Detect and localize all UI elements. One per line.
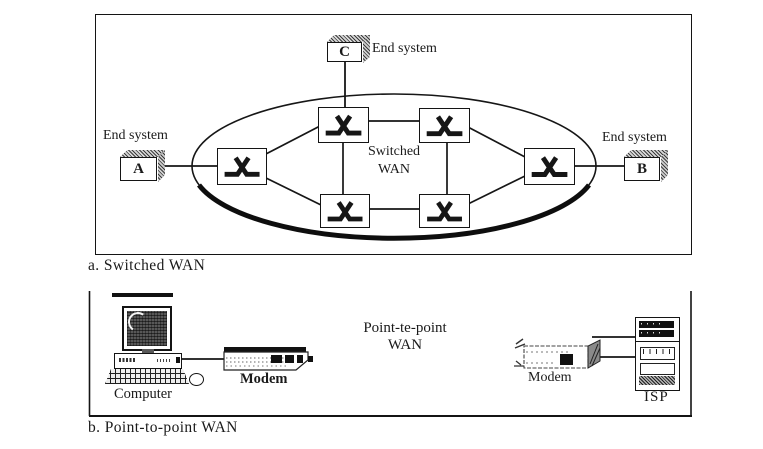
switch-node-top-right <box>419 108 470 143</box>
cloud-label-line1: Switched <box>367 144 421 159</box>
screen-glare <box>126 310 150 334</box>
link-bottomright-right <box>465 175 526 206</box>
monitor-screen <box>126 310 167 346</box>
box-3d-face <box>363 35 370 63</box>
modem-led <box>560 354 573 365</box>
end-system-b-label: End system <box>602 130 667 145</box>
box-3d-face <box>327 35 370 42</box>
modem-led <box>285 355 294 363</box>
mouse <box>189 373 204 386</box>
switch-node-top-left <box>318 107 369 143</box>
switch-icon <box>531 156 568 178</box>
keyboard <box>105 369 189 384</box>
scan-artifact-bar <box>112 293 173 297</box>
isp-server-tower <box>635 317 680 391</box>
tower-vent-ticks <box>643 349 672 354</box>
system-unit <box>114 353 182 369</box>
modem-led <box>297 355 303 363</box>
end-system-a-letter: A <box>120 157 157 181</box>
switch-node-left <box>217 148 267 185</box>
end-system-a-label: End system <box>103 128 168 143</box>
system-unit-port <box>176 357 180 363</box>
figure-b-caption: b. Point-to-point WAN <box>88 419 238 436</box>
monitor-stand <box>142 349 154 353</box>
modem-body <box>523 345 589 369</box>
tower-badge-bar <box>639 321 674 328</box>
wan-label-line1: Point-te-point <box>363 320 447 336</box>
tower-divider <box>636 341 679 342</box>
modem-right-label: Modem <box>528 370 572 385</box>
switch-icon <box>325 115 362 136</box>
isp-label: ISP <box>644 389 669 405</box>
link-left-topleft <box>263 125 321 156</box>
end-system-a: A <box>120 150 165 182</box>
cloud-label-line2: WAN <box>378 162 410 177</box>
switch-node-bottom-left <box>320 194 370 228</box>
end-system-b-letter: B <box>624 157 660 181</box>
wan-label-line2: WAN <box>387 337 423 353</box>
link-left-bottomleft <box>263 176 322 206</box>
figure-a-caption: a. Switched WAN <box>88 257 206 274</box>
end-system-b: B <box>624 150 668 182</box>
tower-drive-bay <box>640 363 675 375</box>
end-system-c-label: End system <box>372 41 437 56</box>
tower-drive-bay <box>640 347 675 360</box>
modem-cable-squiggle <box>514 338 526 349</box>
figure-a-frame <box>95 14 692 255</box>
computer-label: Computer <box>114 386 172 402</box>
switch-node-bottom-right <box>419 194 470 228</box>
modem-led <box>271 355 282 363</box>
box-3d-face <box>158 150 165 182</box>
modem-left-graphic <box>223 347 313 371</box>
cloud-shadow-arc <box>197 183 591 241</box>
monitor <box>122 306 172 351</box>
box-3d-face <box>120 150 165 157</box>
tower-badge-bar <box>639 330 674 337</box>
switch-icon <box>426 115 463 137</box>
switched-wan-cloud-label: Switched WAN <box>334 143 454 179</box>
tower-vent-grille <box>639 376 675 385</box>
link-topright-right <box>465 125 526 158</box>
box-3d-face <box>661 150 668 182</box>
modem-left-label: Modem <box>240 371 288 387</box>
end-system-c: C <box>327 35 370 63</box>
modem-right-graphic <box>514 338 601 369</box>
switch-icon <box>224 156 260 178</box>
point-to-point-wan-label: Point-te-point WAN <box>340 320 470 354</box>
switch-node-right <box>524 148 575 185</box>
end-system-c-letter: C <box>327 42 362 62</box>
box-3d-face <box>624 150 668 157</box>
switch-icon <box>327 201 363 222</box>
modem-top-bar <box>224 347 306 352</box>
modem-body <box>223 351 309 371</box>
system-unit-vent <box>157 359 171 362</box>
switch-icon <box>427 201 462 222</box>
modem-connector-dot <box>308 356 313 362</box>
system-unit-badge <box>119 358 136 362</box>
modem-foot-marks <box>514 360 524 367</box>
